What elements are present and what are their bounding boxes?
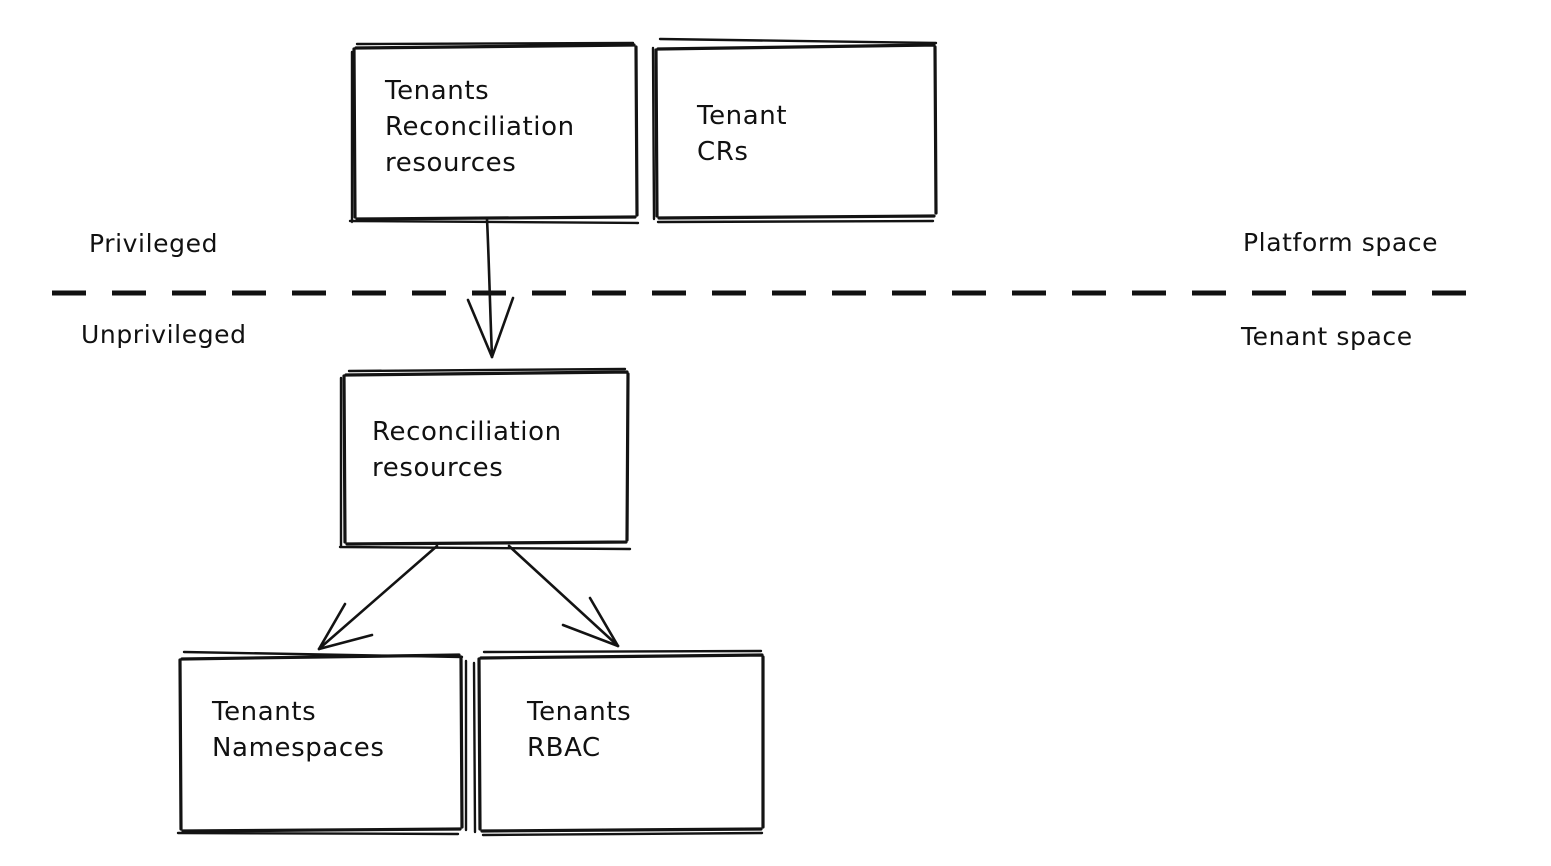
node-shape-tenant-crs[interactable] xyxy=(651,37,938,224)
connector-reconciliation-to-namespaces xyxy=(317,544,439,651)
node-shape-tenants-rbac[interactable] xyxy=(472,649,765,837)
node-shape-reconciliation-resources[interactable] xyxy=(338,367,632,551)
connector-platform-to-tenant xyxy=(466,217,515,359)
node-shape-tenants-namespaces[interactable] xyxy=(176,650,468,836)
node-shape-tenants-reconciliation-resources[interactable] xyxy=(348,41,640,225)
connector-reconciliation-to-rbac xyxy=(507,544,620,648)
